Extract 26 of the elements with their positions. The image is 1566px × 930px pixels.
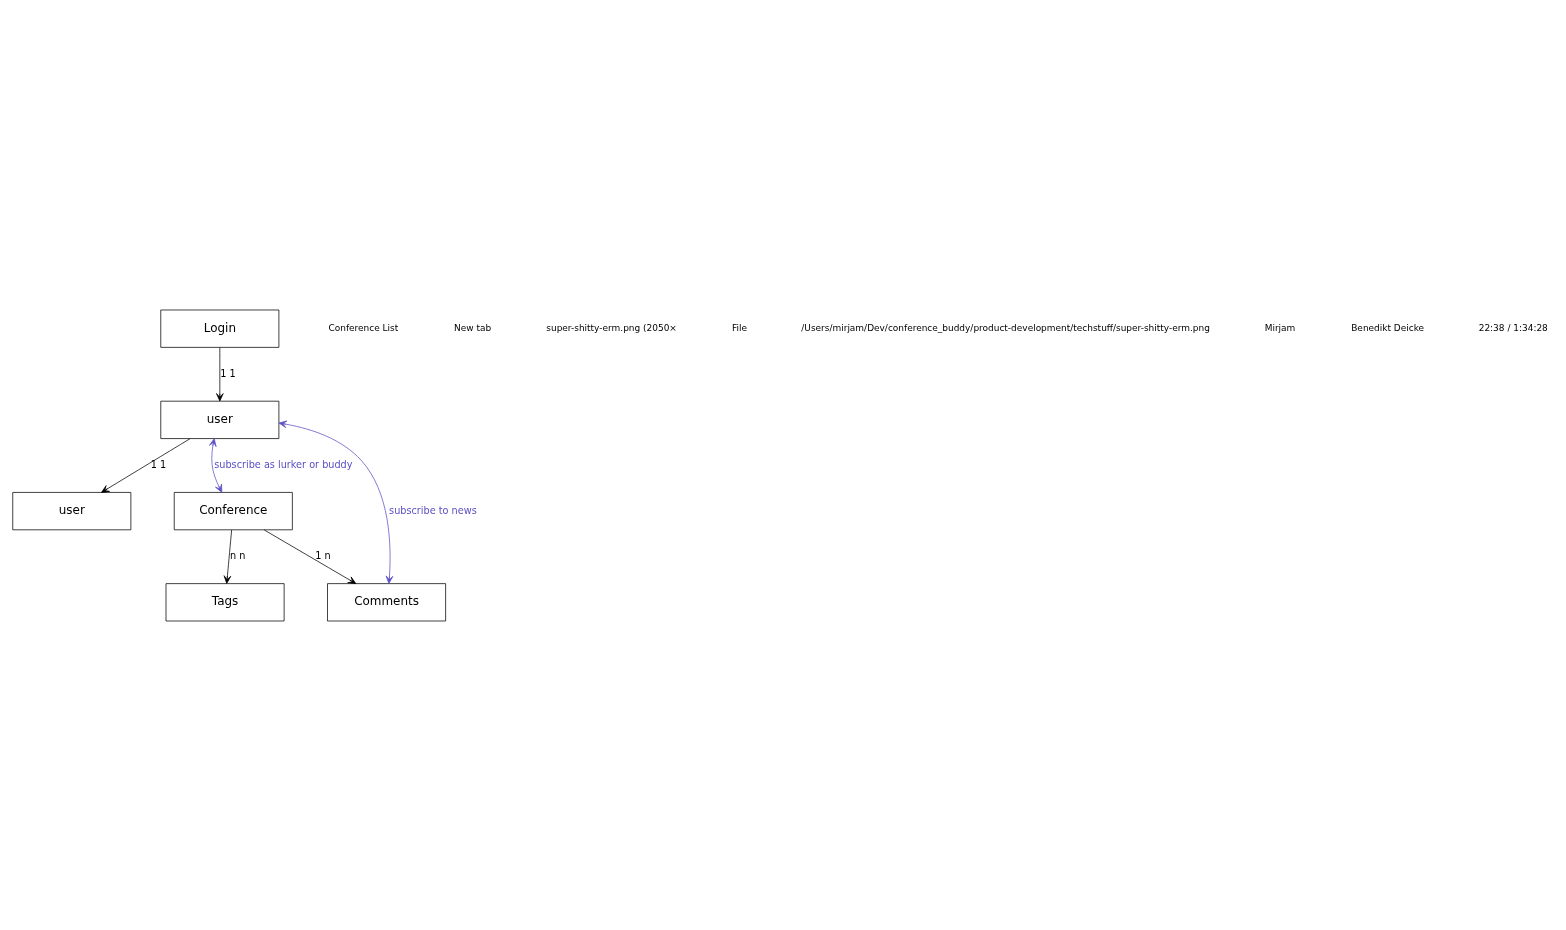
arrow xyxy=(101,437,191,493)
node-box: Tags xyxy=(165,582,285,621)
node-box: Comments xyxy=(327,582,446,621)
arrow xyxy=(223,529,232,584)
node-box: Conference xyxy=(173,491,293,530)
label: File xyxy=(731,322,747,333)
edge-label: subscribe as lurker or buddy xyxy=(214,458,353,470)
label: super-shitty-erm.png (2050× xyxy=(546,322,677,333)
edge-label: 1 n xyxy=(315,549,331,561)
arrow xyxy=(216,346,224,401)
arrow xyxy=(263,529,357,584)
label: Conference List xyxy=(328,322,399,333)
label: New tab xyxy=(453,322,492,333)
label: /Users/mirjam/Dev/conference_buddy/product-development/techstuff/super-shitty-erm.png xyxy=(801,322,1210,333)
edge-label: n n xyxy=(230,549,246,561)
arrow xyxy=(209,437,223,493)
node-box: Login xyxy=(160,309,280,348)
edge-label: 1 1 xyxy=(220,367,236,379)
label: Benedikt Deicke xyxy=(1351,322,1425,333)
edge-label: subscribe to news xyxy=(389,504,477,516)
node-box: user xyxy=(12,491,132,530)
label: 22:38 / 1:34:28 xyxy=(1478,322,1548,333)
arrow xyxy=(278,420,394,584)
node-box: user xyxy=(160,400,280,439)
edge-label: 1 1 xyxy=(150,458,167,470)
label: Mirjam xyxy=(1264,322,1296,333)
